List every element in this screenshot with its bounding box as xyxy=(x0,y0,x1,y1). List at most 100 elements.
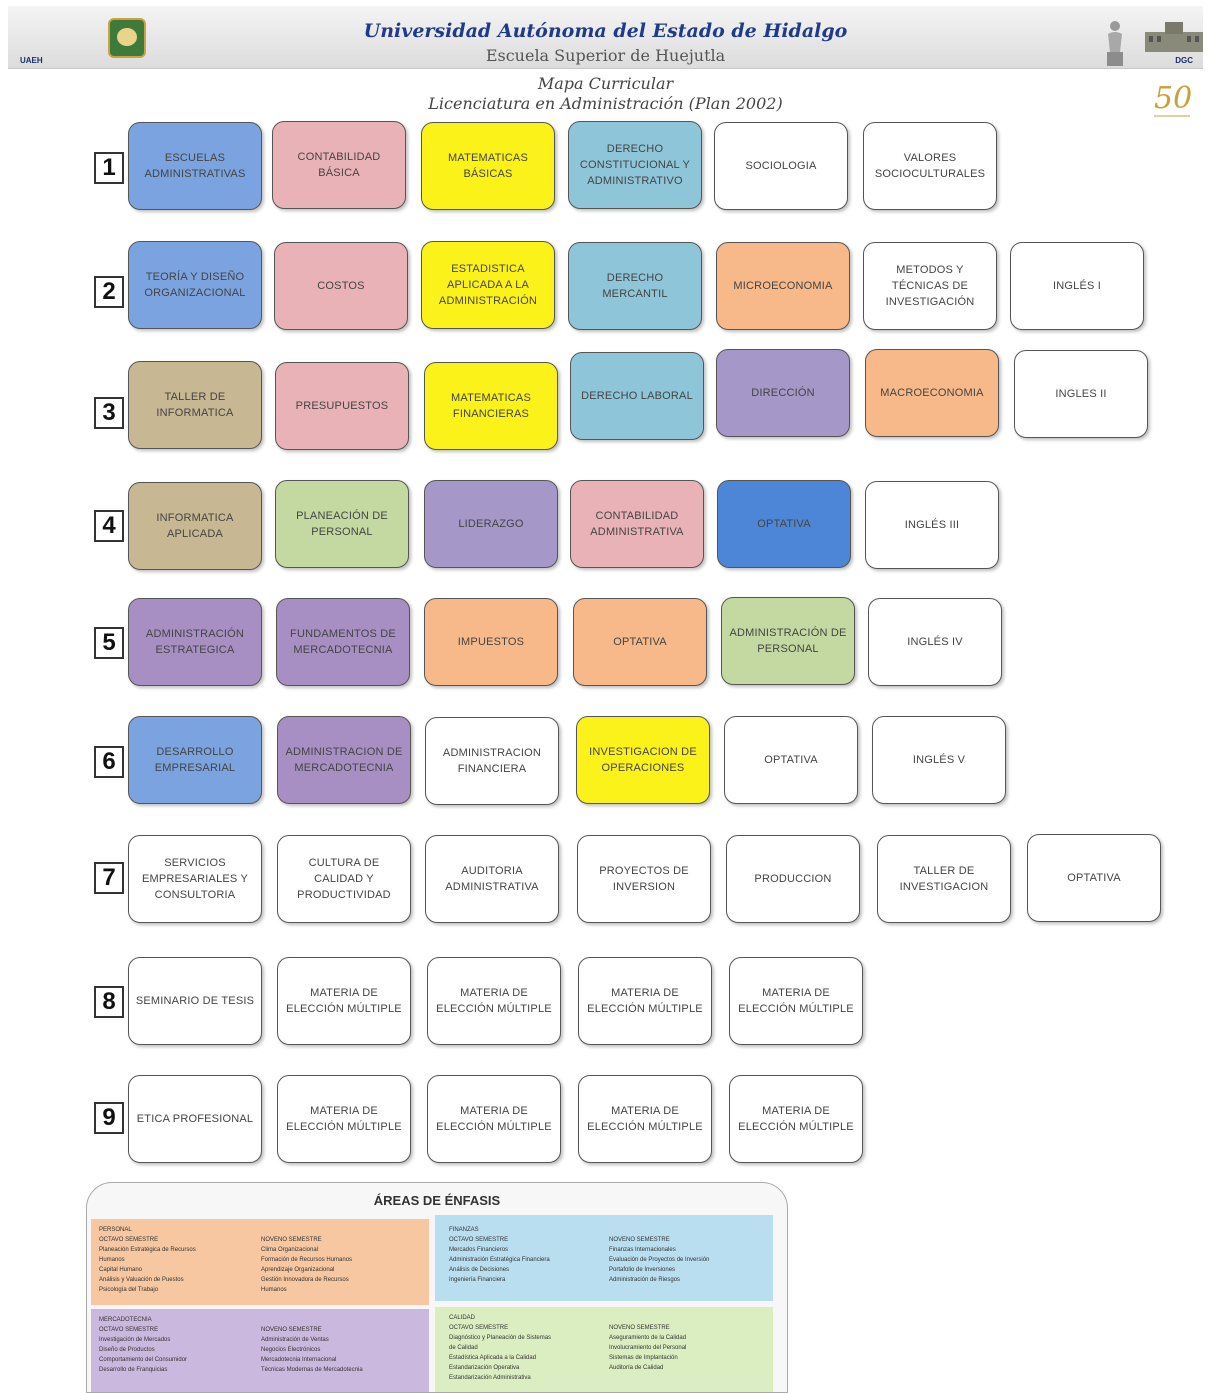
area-line: Auditoría de Calidad xyxy=(609,1365,664,1371)
area-panel-mercadotecnia: MERCADOTECNIA OCTAVO SEMESTRE Investigac… xyxy=(91,1309,429,1392)
course-box: MATERIA DE ELECCIÓN MÚLTIPLE xyxy=(277,1075,411,1163)
course-box: ADMINISTRACIÓN ESTRATEGICA xyxy=(128,598,262,686)
course-box: AUDITORIA ADMINISTRATIVA xyxy=(425,835,559,923)
area-line: Formación de Recursos Humanos xyxy=(261,1257,353,1263)
course-box: MACROECONOMIA xyxy=(865,349,999,437)
header-banner: Universidad Autónoma del Estado de Hidal… xyxy=(8,6,1203,69)
area-line: FINANZAS xyxy=(449,1227,479,1233)
area-line: Finanzas Internacionales xyxy=(609,1247,676,1253)
course-box: IMPUESTOS xyxy=(424,598,558,686)
area-line: OCTAVO SEMESTRE xyxy=(449,1237,509,1243)
area-column-noveno: NOVENO SEMESTRE Finanzas Internacionales… xyxy=(609,1235,759,1285)
map-subtitle: Licenciatura en Administración (Plan 200… xyxy=(428,94,783,113)
course-box: VALORES SOCIOCULTURALES xyxy=(863,122,997,210)
area-line: Comportamiento del Consumidor xyxy=(99,1357,188,1363)
area-line: Psicología del Trabajo xyxy=(99,1287,159,1293)
area-line: Diagnóstico y Planeación de Sistemas xyxy=(449,1335,552,1341)
area-line: Estandarización Operativa xyxy=(449,1365,520,1371)
course-box: MATEMATICAS BÁSICAS xyxy=(421,122,555,210)
area-line: Estandarización Administrativa xyxy=(449,1375,531,1381)
area-line: de Calidad xyxy=(449,1345,478,1351)
emphasis-areas: ÁREAS DE ÉNFASIS PERSONAL OCTAVO SEMESTR… xyxy=(86,1182,788,1393)
area-line: Administración de Ventas xyxy=(261,1337,329,1343)
area-line: OCTAVO SEMESTRE xyxy=(449,1325,509,1331)
course-box: MATERIA DE ELECCIÓN MÚLTIPLE xyxy=(729,1075,863,1163)
semester-number: 6 xyxy=(94,746,124,778)
area-line: Administración Estratégica Financiera xyxy=(449,1257,550,1263)
area-line: PERSONAL xyxy=(99,1227,132,1233)
course-box: LIDERAZGO xyxy=(424,480,558,568)
area-column-octavo: MERCADOTECNIA OCTAVO SEMESTRE Investigac… xyxy=(99,1315,249,1375)
course-box: INGLÉS IV xyxy=(868,598,1002,686)
course-box: ADMINISTRACION DE MERCADOTECNIA xyxy=(277,716,411,804)
area-line: Sistemas de Implantación xyxy=(609,1355,678,1361)
area-line: Ingeniería Financiera xyxy=(449,1277,506,1283)
course-box: MATEMATICAS FINANCIERAS xyxy=(424,362,558,450)
area-line: Planeación Estratégica de Recursos xyxy=(99,1247,196,1253)
course-box: PRESUPUESTOS xyxy=(275,362,409,450)
area-line: Clima Organizacional xyxy=(261,1247,319,1253)
course-box: DERECHO MERCANTIL xyxy=(568,242,702,330)
area-line: Diseño de Productos xyxy=(99,1347,155,1353)
area-line: OCTAVO SEMESTRE xyxy=(99,1327,159,1333)
area-column-noveno: NOVENO SEMESTRE Clima Organizacional For… xyxy=(261,1235,411,1295)
course-box: CULTURA DE CALIDAD Y PRODUCTIVIDAD xyxy=(277,835,411,923)
svg-text:50: 50 xyxy=(1154,81,1192,116)
area-panel-finanzas: FINANZAS OCTAVO SEMESTRE Mercados Financ… xyxy=(435,1215,773,1301)
map-title: Mapa Curricular xyxy=(537,74,674,93)
area-line: Capital Humano xyxy=(99,1267,143,1273)
course-box: TALLER DE INVESTIGACION xyxy=(877,835,1011,923)
area-line: Investigación de Mercados xyxy=(99,1337,171,1343)
area-line: Aprendizaje Organizacional xyxy=(261,1267,335,1273)
statue-icon xyxy=(1107,21,1123,66)
area-line: Humanos xyxy=(261,1287,287,1293)
area-line: Negocios Electrónicos xyxy=(261,1347,321,1353)
course-box: CONTABILIDAD ADMINISTRATIVA xyxy=(570,480,704,568)
course-box: PRODUCCION xyxy=(726,835,860,923)
area-column-noveno: NOVENO SEMESTRE Aseguramiento de la Cali… xyxy=(609,1323,759,1373)
area-line: NOVENO SEMESTRE xyxy=(261,1237,322,1243)
semester-number: 3 xyxy=(94,397,124,429)
course-box: COSTOS xyxy=(274,242,408,330)
uaeh-tag: UAEH xyxy=(20,56,43,65)
area-line: Mercados Financieros xyxy=(449,1247,509,1253)
course-box: MATERIA DE ELECCIÓN MÚLTIPLE xyxy=(427,1075,561,1163)
course-box: INFORMATICA APLICADA xyxy=(128,482,262,570)
course-box: INGLÉS I xyxy=(1010,242,1144,330)
area-line: Evaluación de Proyectos de Inversión xyxy=(609,1257,710,1263)
course-box: TEORÍA Y DISEÑO ORGANIZACIONAL xyxy=(128,241,262,329)
semester-number: 7 xyxy=(94,862,124,894)
area-column-octavo: PERSONAL OCTAVO SEMESTRE Planeación Estr… xyxy=(99,1225,249,1295)
area-column-octavo: FINANZAS OCTAVO SEMESTRE Mercados Financ… xyxy=(449,1225,599,1285)
course-box: OPTATIVA xyxy=(724,716,858,804)
area-line: Mercadotecnia Internacional xyxy=(261,1357,337,1363)
course-box: MATERIA DE ELECCIÓN MÚLTIPLE xyxy=(277,957,411,1045)
area-line: Portafolio de Inversiones xyxy=(609,1267,676,1273)
course-box: PLANEACIÓN DE PERSONAL xyxy=(275,480,409,568)
course-box: FUNDAMENTOS DE MERCADOTECNIA xyxy=(276,598,410,686)
building-icon xyxy=(1145,22,1203,52)
semester-number: 9 xyxy=(94,1102,124,1134)
course-box: DESARROLLO EMPRESARIAL xyxy=(128,716,262,804)
course-box: SEMINARIO DE TESIS xyxy=(128,957,262,1045)
area-panel-personal: PERSONAL OCTAVO SEMESTRE Planeación Estr… xyxy=(91,1219,429,1305)
area-line: Análisis y Valuación de Puestos xyxy=(99,1277,184,1283)
area-line: NOVENO SEMESTRE xyxy=(261,1327,322,1333)
area-column-noveno: NOVENO SEMESTRE Administración de Ventas… xyxy=(261,1325,411,1375)
course-box: INGLÉS V xyxy=(872,716,1006,804)
course-box: DERECHO CONSTITUCIONAL Y ADMINISTRATIVO xyxy=(568,121,702,209)
course-box: MATERIA DE ELECCIÓN MÚLTIPLE xyxy=(578,957,712,1045)
area-line: Humanos xyxy=(99,1257,125,1263)
area-column-octavo: CALIDAD OCTAVO SEMESTRE Diagnóstico y Pl… xyxy=(449,1313,599,1383)
area-line: OCTAVO SEMESTRE xyxy=(99,1237,159,1243)
course-box: INGLÉS III xyxy=(865,481,999,569)
course-box: OPTATIVA xyxy=(717,480,851,568)
course-box: MATERIA DE ELECCIÓN MÚLTIPLE xyxy=(578,1075,712,1163)
semester-number: 5 xyxy=(94,627,124,659)
course-box: INGLES II xyxy=(1014,350,1148,438)
area-line: NOVENO SEMESTRE xyxy=(609,1237,670,1243)
semester-number: 1 xyxy=(94,152,124,184)
area-line: Involucramiento del Personal xyxy=(609,1345,687,1351)
semester-number: 8 xyxy=(94,986,124,1018)
course-box: MICROECONOMIA xyxy=(716,242,850,330)
